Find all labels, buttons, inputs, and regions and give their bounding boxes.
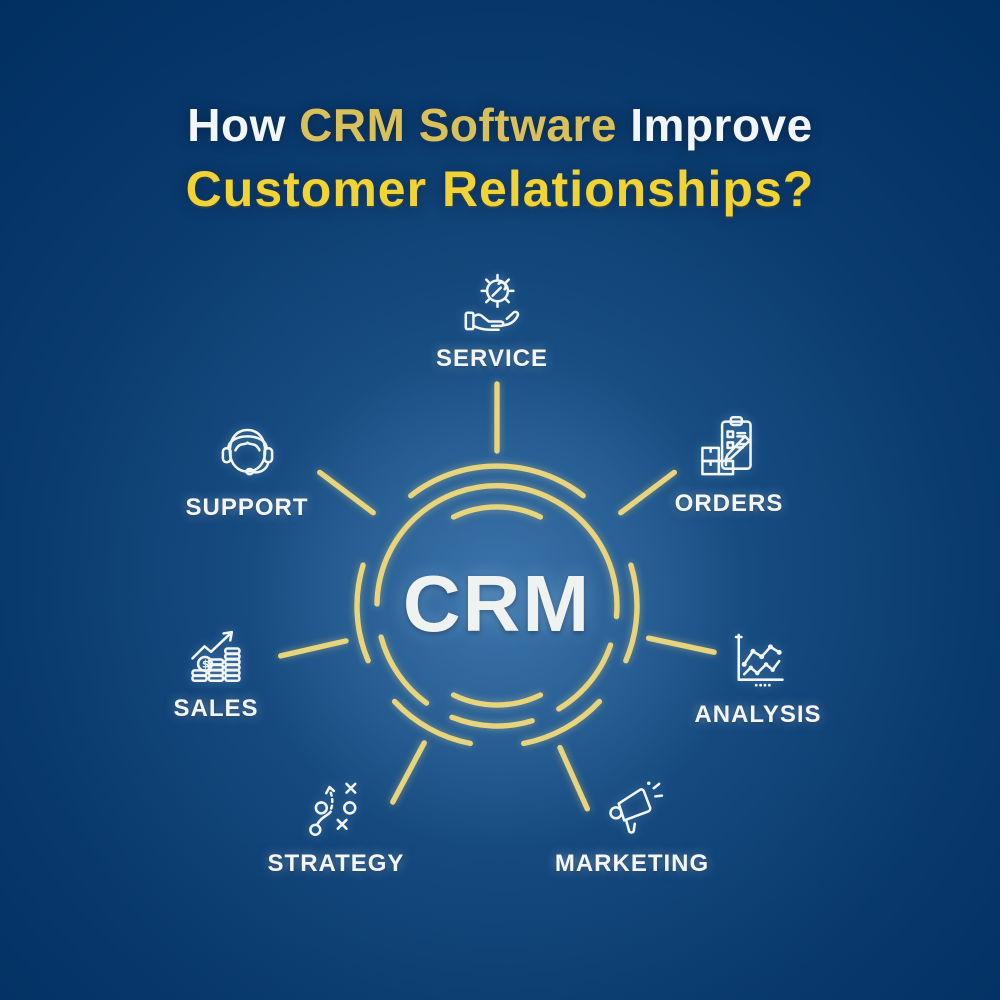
spoke-support xyxy=(317,469,376,516)
page-title: How CRM Software Improve Customer Relati… xyxy=(0,98,1000,218)
node-marketing: MARKETING xyxy=(555,774,709,878)
title-part-crm-software: CRM Software xyxy=(299,99,617,151)
clipboard-boxes-icon xyxy=(694,414,764,484)
spoke-strategy xyxy=(390,740,427,805)
node-strategy: STRATEGY xyxy=(268,774,405,878)
node-analysis: ANALYSIS xyxy=(694,625,821,729)
hand-gear-icon xyxy=(457,269,527,339)
node-label-support: SUPPORT xyxy=(185,494,309,521)
node-label-marketing: MARKETING xyxy=(554,850,710,877)
coins-growth-icon: $ xyxy=(181,619,251,689)
spoke-marketing xyxy=(557,744,590,812)
hub-label: CRM xyxy=(402,559,592,648)
node-label-sales: SALES xyxy=(173,695,259,722)
spoke-analysis xyxy=(645,635,717,655)
title-line-2: Customer Relationships? xyxy=(185,161,815,217)
title-part-how: How xyxy=(187,99,300,151)
node-support: SUPPORT xyxy=(185,418,308,522)
svg-text:$: $ xyxy=(202,659,209,671)
node-orders: ORDERS xyxy=(675,414,784,518)
node-label-strategy: STRATEGY xyxy=(267,850,405,877)
line-chart-icon xyxy=(723,625,793,695)
node-label-analysis: ANALYSIS xyxy=(694,701,822,728)
node-service: SERVICE xyxy=(436,269,548,373)
node-label-service: SERVICE xyxy=(436,345,548,372)
node-sales: $ SALES xyxy=(173,619,258,723)
megaphone-icon xyxy=(597,774,667,844)
tactics-plan-icon xyxy=(301,774,371,844)
title-part-improve: Improve xyxy=(616,99,813,151)
spoke-sales xyxy=(278,638,349,659)
title-line-1: How CRM Software Improve xyxy=(0,98,1000,152)
node-label-orders: ORDERS xyxy=(674,490,784,517)
headset-agent-icon xyxy=(212,418,282,488)
spoke-orders xyxy=(618,469,677,516)
